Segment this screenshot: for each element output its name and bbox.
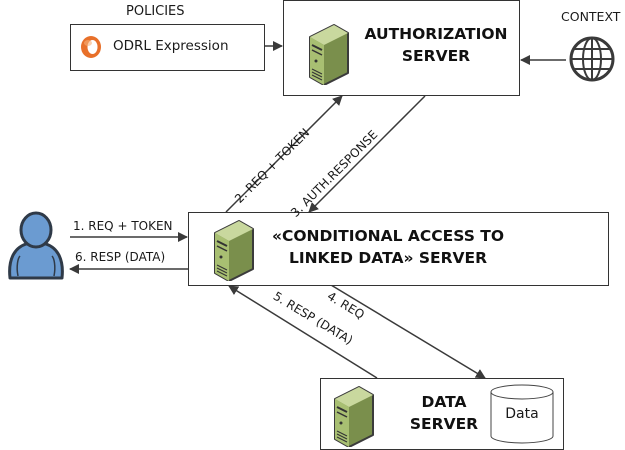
auth-title-line2: SERVER bbox=[401, 47, 471, 65]
arrow-step4 bbox=[330, 284, 486, 379]
policies-heading: POLICIES bbox=[126, 4, 185, 19]
cald-title-line1: «CONDITIONAL ACCESS TO bbox=[271, 227, 505, 245]
server-icon bbox=[309, 24, 349, 85]
context-heading: CONTEXT bbox=[561, 9, 621, 24]
odrl-logo-icon bbox=[81, 36, 101, 58]
server-icon bbox=[334, 386, 374, 447]
globe-icon bbox=[569, 36, 615, 82]
arrow-step2 bbox=[225, 95, 343, 213]
auth-title-line1: AUTHORIZATION bbox=[364, 25, 508, 43]
cald-server-box: «CONDITIONAL ACCESS TO LINKED DATA» SERV… bbox=[188, 212, 609, 286]
data-server-title: DATA SERVER bbox=[407, 391, 481, 435]
arrow-step5 bbox=[228, 285, 378, 379]
data-server-box: DATA SERVER Data bbox=[320, 378, 564, 450]
database-icon bbox=[490, 384, 554, 444]
database-label: Data bbox=[505, 406, 539, 422]
authorization-server-title: AUTHORIZATION SERVER bbox=[356, 23, 516, 67]
cald-title-line2: LINKED DATA» SERVER bbox=[288, 249, 488, 267]
authorization-server-box: AUTHORIZATION SERVER bbox=[283, 0, 520, 96]
step1-label: 1. REQ + TOKEN bbox=[73, 219, 173, 233]
data-title-line2: SERVER bbox=[409, 415, 479, 433]
cald-server-title: «CONDITIONAL ACCESS TO LINKED DATA» SERV… bbox=[267, 225, 509, 269]
odrl-expression-label: ODRL Expression bbox=[113, 38, 229, 54]
odrl-expression-box: ODRL Expression bbox=[70, 24, 265, 71]
data-title-line1: DATA bbox=[421, 393, 467, 411]
user-icon bbox=[8, 211, 64, 280]
arrow-step3 bbox=[308, 95, 426, 213]
step6-label: 6. RESP (DATA) bbox=[75, 250, 166, 264]
server-icon bbox=[214, 220, 254, 281]
